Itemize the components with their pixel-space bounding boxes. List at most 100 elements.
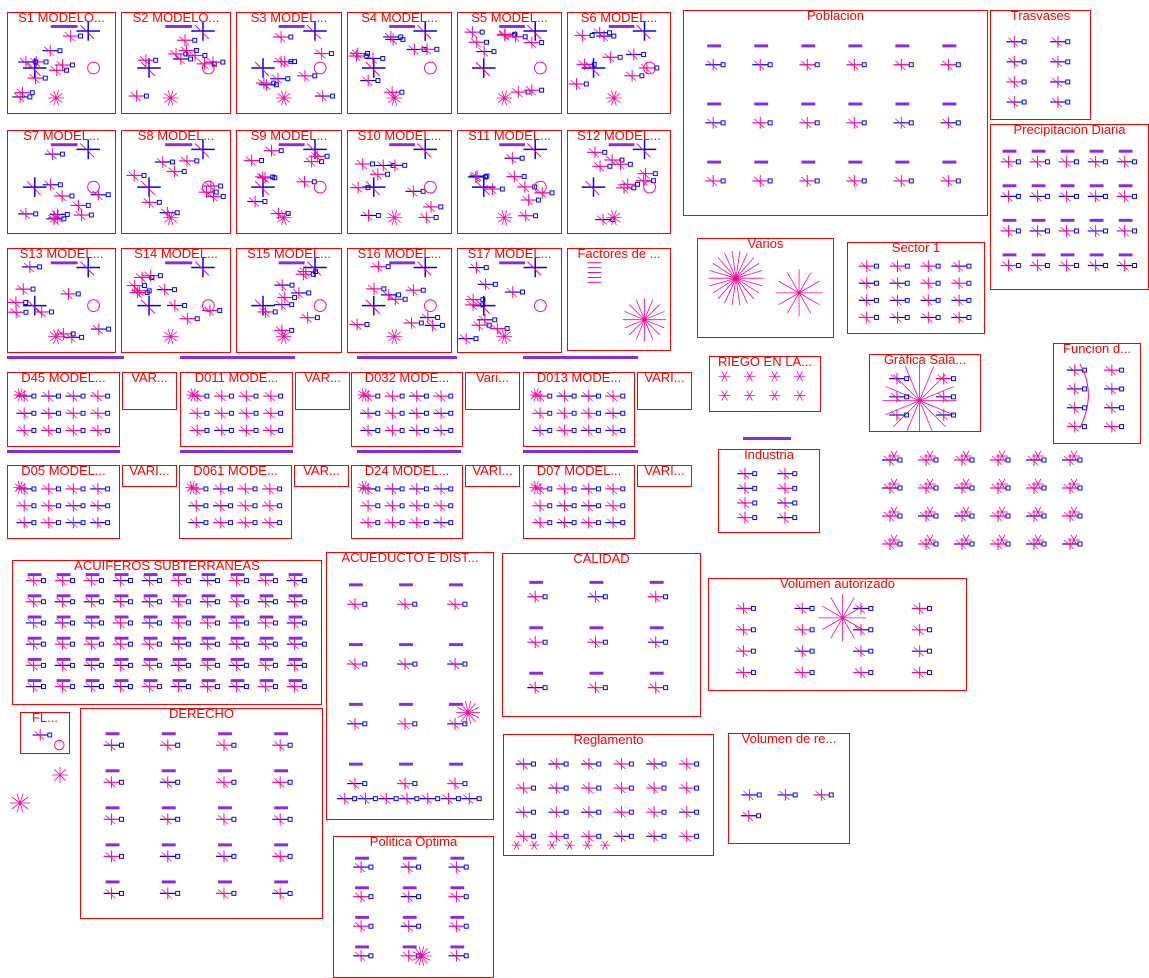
grid-node[interactable]: [614, 758, 634, 770]
grid-node[interactable]: [55, 596, 75, 608]
grid-node[interactable]: [353, 950, 373, 962]
grid-node[interactable]: [1030, 260, 1050, 272]
model-node[interactable]: [126, 170, 146, 182]
grid-node[interactable]: [752, 59, 772, 71]
floating-node[interactable]: [990, 510, 1010, 522]
grid-node[interactable]: [893, 59, 913, 71]
model-node[interactable]: [138, 54, 158, 66]
grid-node[interactable]: [752, 117, 772, 129]
grid-node[interactable]: [66, 425, 85, 437]
model-node[interactable]: [315, 90, 335, 102]
grid-node[interactable]: [41, 407, 60, 419]
grid-node[interactable]: [777, 497, 797, 509]
grid-node[interactable]: [912, 645, 932, 657]
grid-node[interactable]: [272, 776, 292, 788]
grid-node[interactable]: [263, 407, 282, 419]
grid-node[interactable]: [360, 500, 379, 512]
grid-node[interactable]: [200, 638, 220, 650]
grid-node[interactable]: [794, 667, 814, 679]
grid-node[interactable]: [1030, 156, 1050, 168]
model-node[interactable]: [8, 297, 28, 309]
grid-node[interactable]: [646, 782, 666, 794]
grid-node[interactable]: [113, 638, 133, 650]
model-node[interactable]: [247, 196, 267, 208]
grid-node[interactable]: [794, 624, 814, 636]
grid-node[interactable]: [532, 500, 551, 512]
grid-node[interactable]: [449, 950, 469, 962]
grid-node[interactable]: [104, 776, 124, 788]
submodel-group[interactable]: VAR...: [122, 372, 177, 410]
floating-node[interactable]: [918, 454, 938, 466]
grid-node[interactable]: [272, 813, 292, 825]
model-node[interactable]: [64, 331, 84, 343]
model-node[interactable]: [257, 172, 277, 184]
grid-node[interactable]: [1059, 260, 1079, 272]
model-node[interactable]: [469, 170, 489, 182]
grid-node[interactable]: [940, 59, 960, 71]
grid-node[interactable]: [736, 624, 756, 636]
floating-node[interactable]: [882, 454, 902, 466]
grid-node[interactable]: [1117, 260, 1137, 272]
bottom-node[interactable]: [358, 793, 378, 805]
grid-node[interactable]: [648, 636, 668, 648]
model-node[interactable]: [74, 209, 94, 221]
floating-node[interactable]: [1026, 482, 1046, 494]
bottom-node[interactable]: [378, 793, 398, 805]
grid-node[interactable]: [55, 617, 75, 629]
grid-node[interactable]: [581, 425, 600, 437]
grid-node[interactable]: [846, 117, 866, 129]
grid-node[interactable]: [557, 517, 576, 529]
submodel-group[interactable]: Gráfica Sala...: [869, 354, 981, 432]
model-node[interactable]: [406, 284, 426, 296]
grid-node[interactable]: [229, 638, 249, 650]
grid-node[interactable]: [360, 425, 379, 437]
grid-node[interactable]: [679, 758, 699, 770]
submodel-group[interactable]: Poblacion: [683, 10, 988, 216]
grid-node[interactable]: [614, 782, 634, 794]
model-node[interactable]: [15, 283, 35, 295]
floating-node[interactable]: [1062, 482, 1082, 494]
grid-node[interactable]: [84, 659, 104, 671]
grid-node[interactable]: [263, 390, 282, 402]
submodel-group[interactable]: S12 MODEL...: [567, 130, 671, 234]
grid-node[interactable]: [605, 425, 624, 437]
grid-node[interactable]: [397, 778, 417, 790]
grid-node[interactable]: [736, 603, 756, 615]
grid-node[interactable]: [90, 407, 109, 419]
grid-node[interactable]: [605, 500, 624, 512]
submodel-group[interactable]: D07 MODEL...: [523, 465, 635, 539]
grid-node[interactable]: [189, 407, 208, 419]
grid-node[interactable]: [84, 596, 104, 608]
grid-node[interactable]: [113, 575, 133, 587]
submodel-group[interactable]: Volúmen autorizado: [708, 578, 967, 691]
model-node[interactable]: [510, 86, 530, 98]
grid-node[interactable]: [605, 517, 624, 529]
model-node[interactable]: [28, 72, 48, 84]
grid-node[interactable]: [238, 517, 257, 529]
grid-node[interactable]: [859, 312, 879, 324]
grid-node[interactable]: [890, 260, 910, 272]
grid-node[interactable]: [401, 920, 421, 932]
grid-node[interactable]: [16, 425, 35, 437]
grid-node[interactable]: [777, 482, 797, 494]
grid-node[interactable]: [1006, 76, 1026, 88]
grid-node[interactable]: [581, 500, 600, 512]
grid-node[interactable]: [26, 617, 46, 629]
grid-node[interactable]: [921, 260, 941, 272]
floating-node[interactable]: [990, 538, 1010, 550]
grid-node[interactable]: [409, 500, 428, 512]
model-node[interactable]: [419, 43, 439, 55]
grid-node[interactable]: [889, 373, 908, 385]
floating-node[interactable]: [954, 482, 974, 494]
grid-node[interactable]: [409, 517, 428, 529]
grid-node[interactable]: [385, 425, 404, 437]
floating-node[interactable]: [990, 454, 1010, 466]
submodel-group[interactable]: Politica Optima: [333, 836, 494, 978]
grid-node[interactable]: [258, 681, 278, 693]
grid-node[interactable]: [449, 891, 469, 903]
grid-node[interactable]: [239, 390, 258, 402]
grid-node[interactable]: [516, 806, 536, 818]
grid-node[interactable]: [272, 850, 292, 862]
grid-node[interactable]: [557, 500, 576, 512]
grid-node[interactable]: [84, 681, 104, 693]
